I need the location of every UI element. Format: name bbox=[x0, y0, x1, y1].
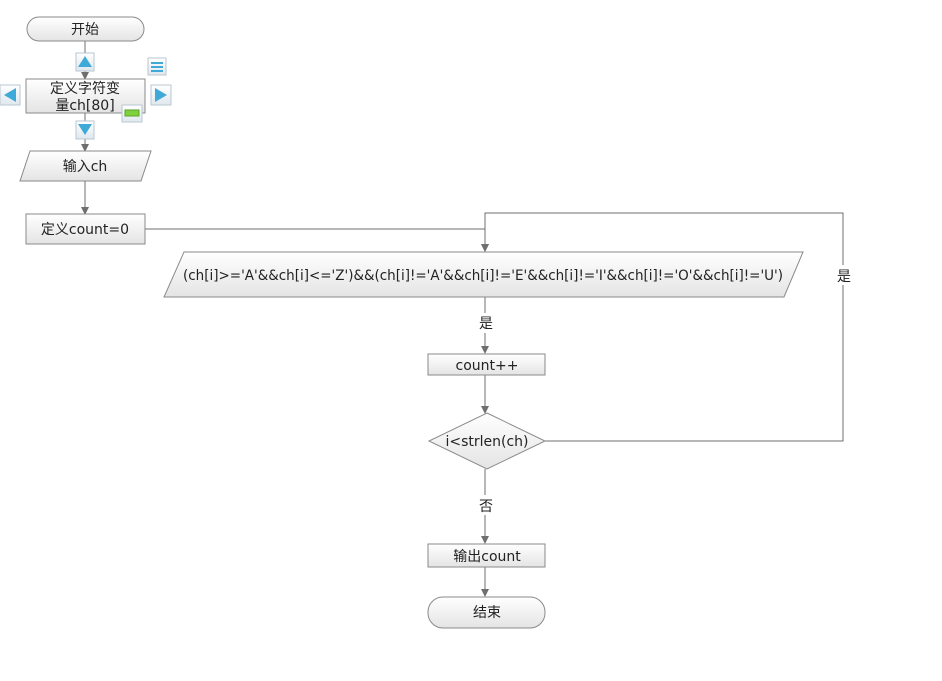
output-label: 输出count bbox=[453, 549, 521, 565]
input-node[interactable]: 输入ch bbox=[19, 150, 152, 182]
increment-label: count++ bbox=[456, 358, 519, 374]
edge-label-loop-no: 否 bbox=[479, 499, 493, 515]
increment-node[interactable]: count++ bbox=[427, 353, 546, 376]
define-count-node[interactable]: 定义count=0 bbox=[25, 213, 146, 245]
start-node[interactable]: 开始 bbox=[26, 16, 145, 42]
loop-check-node[interactable]: i<strlen(ch) bbox=[427, 412, 547, 470]
condition-node[interactable]: (ch[i]>='A'&&ch[i]<='Z')&&(ch[i]!='A'&&c… bbox=[163, 251, 804, 298]
arrow-left-icon bbox=[4, 88, 16, 102]
handle-up[interactable] bbox=[75, 52, 95, 72]
end-node[interactable]: 结束 bbox=[427, 596, 546, 629]
edge-count-to-condition bbox=[145, 228, 489, 252]
handle-left[interactable] bbox=[0, 84, 21, 106]
handle-right[interactable] bbox=[150, 84, 172, 106]
edge-label-bg bbox=[834, 265, 854, 285]
edges bbox=[81, 41, 844, 597]
condition-label: (ch[i]>='A'&&ch[i]<='Z')&&(ch[i]!='A'&&c… bbox=[183, 268, 783, 284]
define-count-label: 定义count=0 bbox=[41, 222, 129, 238]
edge-label-condition-yes: 是 bbox=[479, 316, 493, 332]
handle-menu[interactable] bbox=[147, 57, 167, 76]
arrow-right-icon bbox=[155, 88, 167, 102]
define-char-label-line2: 量ch[80] bbox=[55, 98, 114, 114]
edge-label-bg bbox=[476, 495, 496, 515]
edge-label-bg bbox=[476, 313, 496, 333]
edge-loopcheck-back-to-condition bbox=[481, 212, 844, 442]
list-icon bbox=[151, 62, 163, 72]
arrow-down-icon bbox=[78, 124, 92, 135]
arrow-up-icon bbox=[78, 56, 92, 67]
input-label: 输入ch bbox=[63, 159, 108, 175]
end-label: 结束 bbox=[473, 605, 501, 621]
loop-check-label: i<strlen(ch) bbox=[445, 434, 528, 450]
edge-label-loop-yes: 是 bbox=[837, 269, 851, 285]
define-char-node[interactable]: 定义字符变 量ch[80] bbox=[25, 78, 146, 114]
minus-icon bbox=[124, 109, 140, 117]
handle-down[interactable] bbox=[75, 120, 95, 140]
output-node[interactable]: 输出count bbox=[427, 543, 546, 568]
start-label: 开始 bbox=[71, 22, 99, 38]
handle-green[interactable] bbox=[121, 104, 143, 123]
define-char-label-line1: 定义字符变 bbox=[50, 81, 120, 97]
